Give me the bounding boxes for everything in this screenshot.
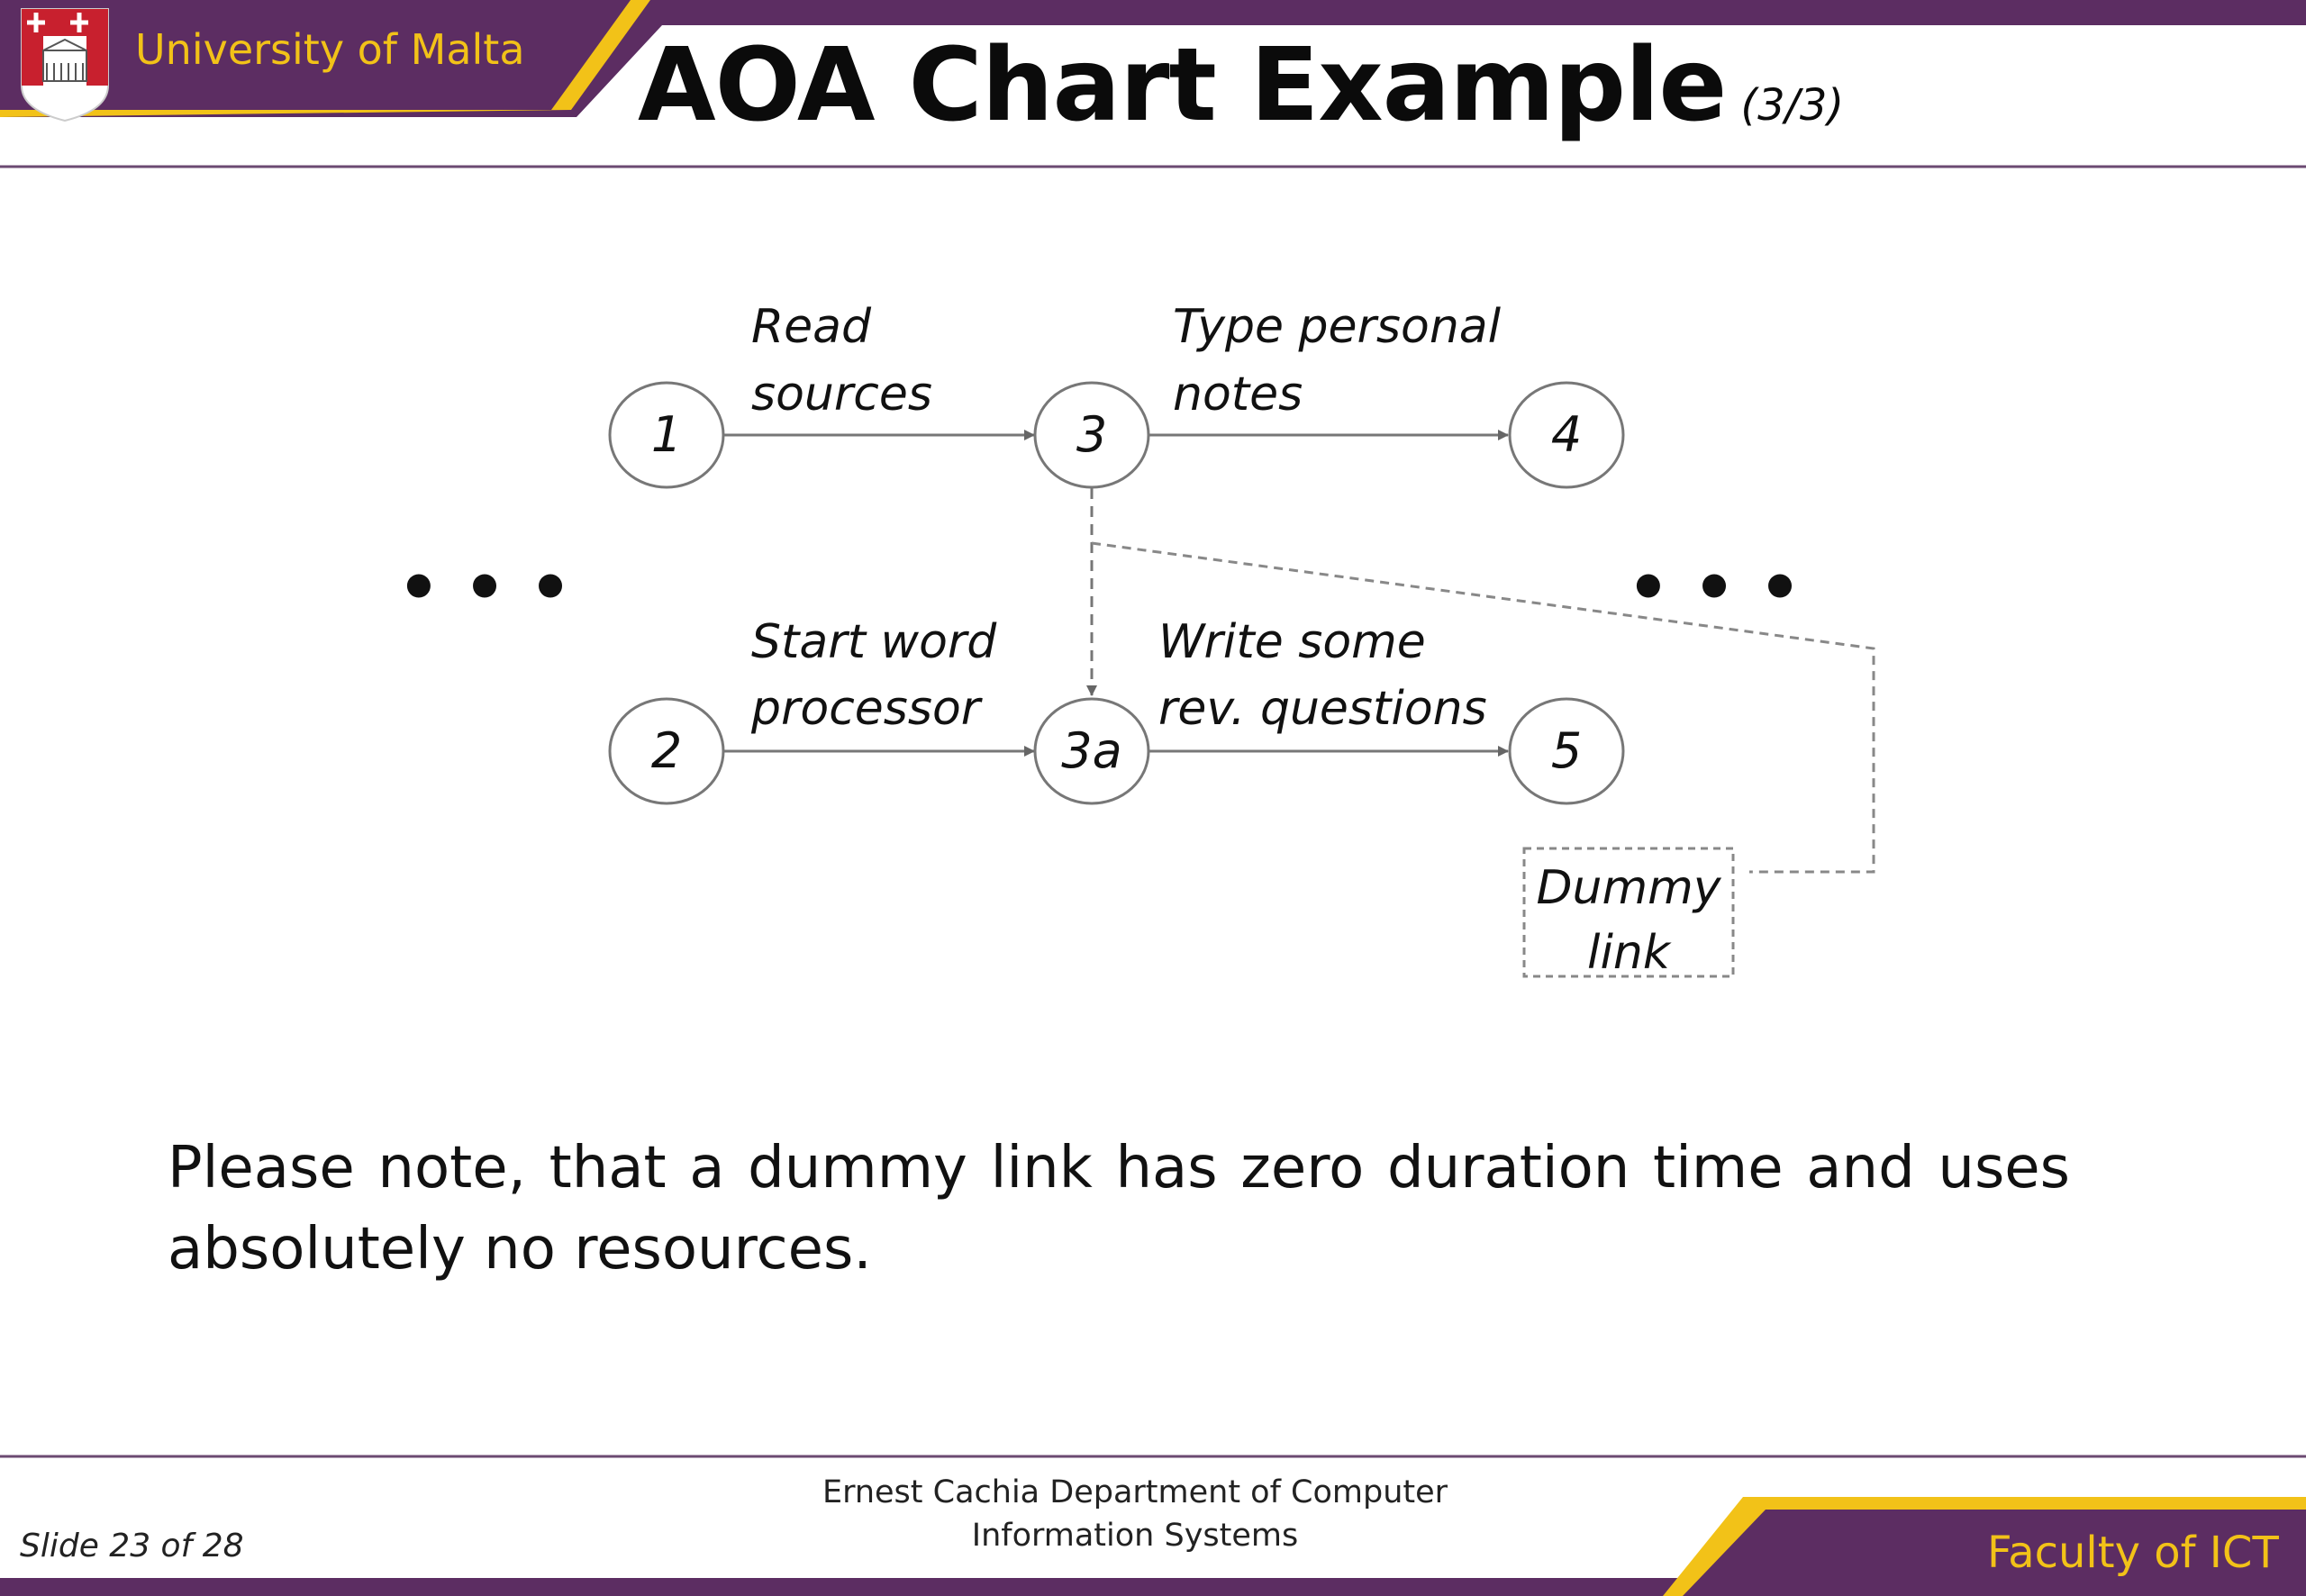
dummy-callout-leader — [1091, 541, 1875, 874]
node-3: 3 — [1033, 381, 1150, 489]
node-1-label: 1 — [651, 406, 682, 463]
header-gold-stripe — [551, 0, 650, 110]
edge-3a-5-label-line2: rev. questions — [1158, 682, 1487, 736]
edge-2-3a-label-line2: processor — [750, 682, 984, 736]
dummy-callout-line1: Dummy — [1536, 861, 1721, 915]
edge-3-4-label-line1: Type personal — [1173, 300, 1502, 354]
footer-band-left — [0, 1578, 1739, 1596]
university-name: University of Malta — [135, 25, 525, 74]
footer-department: Ernest Cachia Department of Computer Inf… — [775, 1471, 1495, 1557]
node-1: 1 — [608, 381, 725, 489]
university-crest-icon — [21, 8, 109, 122]
footer-department-line2: Information Systems — [971, 1518, 1299, 1554]
node-4-label: 4 — [1551, 406, 1582, 463]
footer-band-right — [1666, 1499, 2306, 1596]
edge-1-3-label-line2: sources — [751, 367, 932, 422]
node-5-label: 5 — [1551, 722, 1582, 779]
dummy-callout-box — [1522, 847, 1735, 978]
title-text: AOA Chart Example — [638, 27, 1727, 144]
edge-2-3a-label-line1: Start word — [751, 615, 997, 669]
node-3-label: 3 — [1076, 406, 1107, 463]
faculty-name: Faculty of ICT — [1987, 1528, 2279, 1578]
slide-note: Please note, that a dummy link has zero … — [168, 1135, 2070, 1283]
node-4: 4 — [1508, 381, 1625, 489]
title-subtitle: (3/3) — [1740, 80, 1845, 131]
edge-1-3-label-line1: Read — [751, 300, 872, 354]
slide-title: AOA Chart Example (3/3) — [638, 27, 1844, 144]
node-2-label: 2 — [651, 722, 682, 779]
ellipsis-right: • • • — [1627, 549, 1801, 627]
node-3a: 3a — [1033, 697, 1150, 805]
node-3a-label: 3a — [1061, 722, 1121, 779]
footer-gold-stripe — [1663, 1497, 2306, 1596]
ellipsis-left: • • • — [397, 549, 571, 627]
header-gold-underline — [0, 110, 571, 117]
node-2: 2 — [608, 697, 725, 805]
edge-3-4-label-line2: notes — [1173, 367, 1303, 422]
dummy-callout-line2: link — [1587, 926, 1672, 980]
footer-department-line1: Ernest Cachia Department of Computer — [822, 1474, 1448, 1510]
edge-3a-5-label-line1: Write some — [1158, 615, 1426, 669]
slide-number: Slide 23 of 28 — [20, 1528, 244, 1564]
node-5: 5 — [1508, 697, 1625, 805]
